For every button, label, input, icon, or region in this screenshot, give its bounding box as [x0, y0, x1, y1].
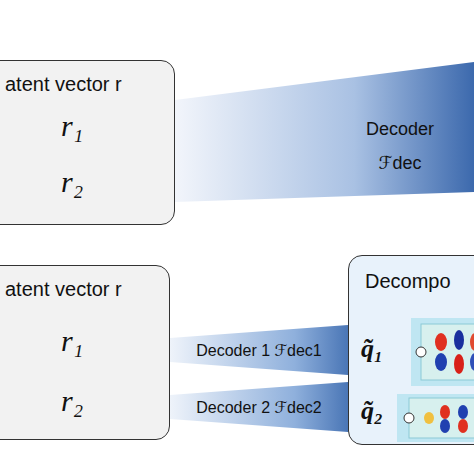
decoder-band: [175, 62, 474, 202]
decoder-band: [170, 382, 348, 432]
mode-symbol: q̃₂: [361, 396, 383, 426]
decoder-label: Decoder 2 ℱdec2: [196, 398, 322, 417]
latent-component: r₂: [61, 384, 83, 418]
latent-component: r₁: [61, 109, 83, 143]
flow-snapshot: [397, 394, 474, 442]
mode-symbol: q̃₁: [361, 334, 383, 364]
node-heading: atent vector r: [5, 278, 122, 301]
latent-vector-box: atent vector r r₁ r₂: [0, 265, 170, 440]
node-heading: atent vector r: [5, 73, 122, 96]
latent-component: r₁: [61, 324, 83, 358]
decoder-band: [170, 325, 348, 375]
flow-snapshot: [411, 318, 474, 386]
decomposition-box: Decompo q̃₁ q̃₂: [348, 255, 474, 445]
latent-component: r₂: [61, 165, 83, 199]
node-heading: Decompo: [365, 270, 451, 293]
decoder-label: Decoder ℱdec: [358, 112, 442, 180]
decoder-label: Decoder 1 ℱdec1: [196, 341, 322, 360]
latent-vector-box: atent vector r r₁ r₂: [0, 60, 175, 225]
